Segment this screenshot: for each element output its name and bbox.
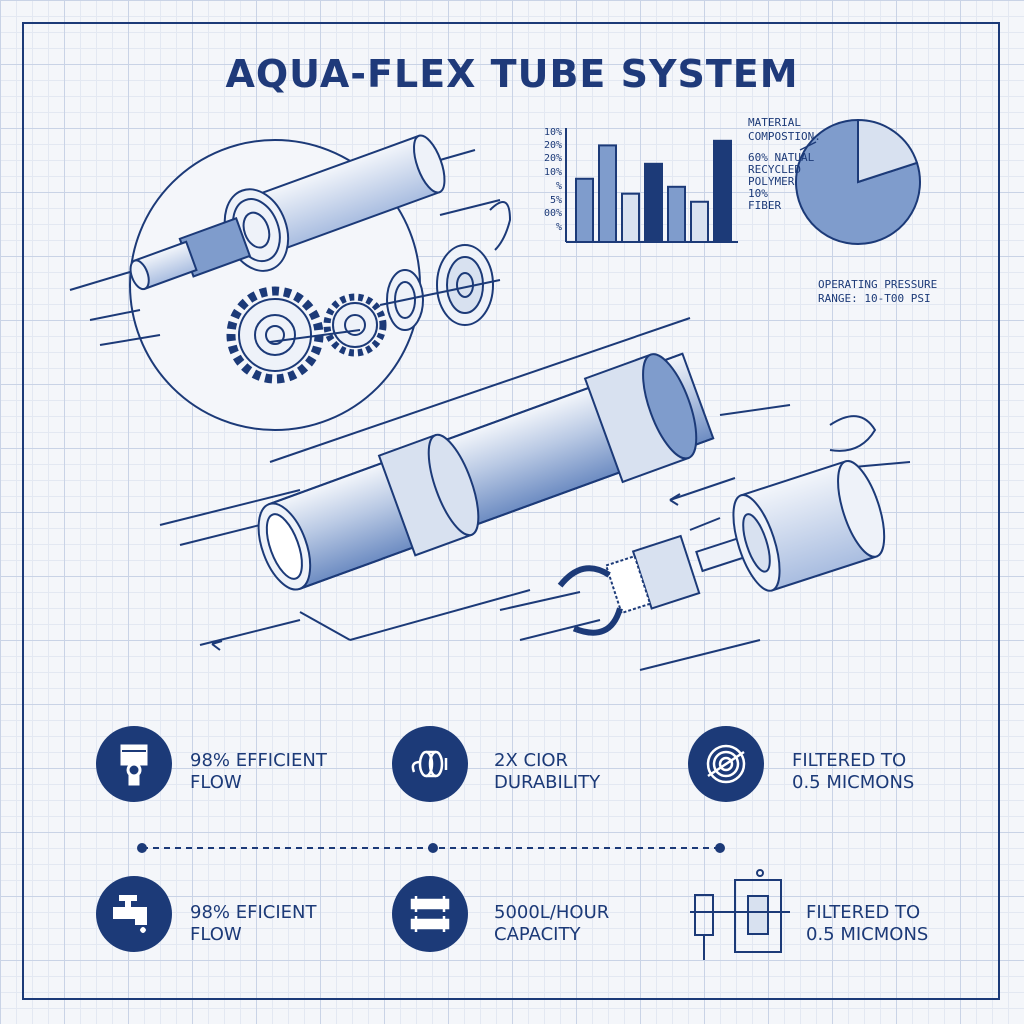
feature-durability: 2X CIOR DURABILITY [494,750,600,794]
legend-line: FIBER [748,199,782,212]
legend-line: RECYCLED [748,163,801,176]
pipe-fittings-icon [392,876,468,952]
hose-reel-icon [392,726,468,802]
feature-connector [137,843,725,853]
composition-title: MATERIAL COMPOSTION: [748,116,821,144]
feature-filtered-2: FILTERED TO 0.5 MICMONS [806,902,928,946]
bar [690,200,709,243]
y-tick-label: % [555,181,562,192]
composition-legend: 60% NATUAL RECYCLED POLYMER 10% FIBER [748,152,818,212]
y-tick-label: 10% [543,167,562,178]
bar [713,139,732,243]
pie-slice [857,118,919,184]
pressure-label: OPERATING PRESSURE RANGE: 10-T00 PSI [818,278,937,306]
feature-filtered: FILTERED TO 0.5 MICMONS [792,750,914,794]
bar [598,144,617,243]
page-title: AQUA-FLEX TUBE SYSTEM [225,52,799,96]
feature-line: FILTERED TO [792,750,907,771]
y-tick-label: 00% [543,208,562,219]
y-tick-label: 20% [543,140,562,151]
composition-title-line: COMPOSTION: [748,130,821,143]
feature-line: 5000L/HOUR [494,902,610,923]
spiral-coil-icon [688,726,764,802]
piston-icon [96,726,172,802]
feature-line: 98% EFICIENT [190,902,317,923]
feature-line: 0.5 MICMONS [792,772,915,793]
filter-housing-icon [690,869,790,960]
y-tick-label: % [555,222,562,233]
fitting-assembly [499,415,911,671]
feature-line: FLOW [190,772,242,793]
legend-line: 10% [748,187,768,200]
pressure-line: RANGE: 10-T00 PSI [818,292,931,305]
feature-line: 2X CIOR [494,750,569,771]
feature-capacity: 5000L/HOUR CAPACITY [494,902,609,946]
feature-eficient-flow: 98% EFICIENT FLOW [190,902,316,946]
page-frame [22,22,1000,1000]
main-tube [159,317,791,651]
faucet-icon [96,876,172,952]
composition-title-line: MATERIAL [748,116,801,129]
y-tick-label: 10% [543,127,562,138]
feature-line: 98% EFFICIENT [190,750,327,771]
bar-chart-bars [575,139,732,244]
bar [621,192,640,243]
detail-view [69,134,512,431]
y-tick-label: 20% [543,153,562,164]
y-tick-label: 5% [549,195,562,206]
legend-line: POLYMER [748,175,795,188]
bar [667,185,686,244]
feature-efficient-flow: 98% EFFICIENT FLOW [190,750,327,794]
feature-line: FLOW [190,924,242,945]
feature-line: CAPACITY [494,924,581,945]
pie-leader [799,141,817,151]
feature-line: DURABILITY [494,772,601,793]
feature-line: 0.5 MICMONS [806,924,929,945]
legend-line: 60% NATUAL [748,151,815,164]
feature-line: FILTERED TO [806,902,921,923]
bar [644,162,663,243]
bar [575,177,594,243]
composition-pie [795,118,921,245]
pressure-line: OPERATING PRESSURE [818,278,938,291]
